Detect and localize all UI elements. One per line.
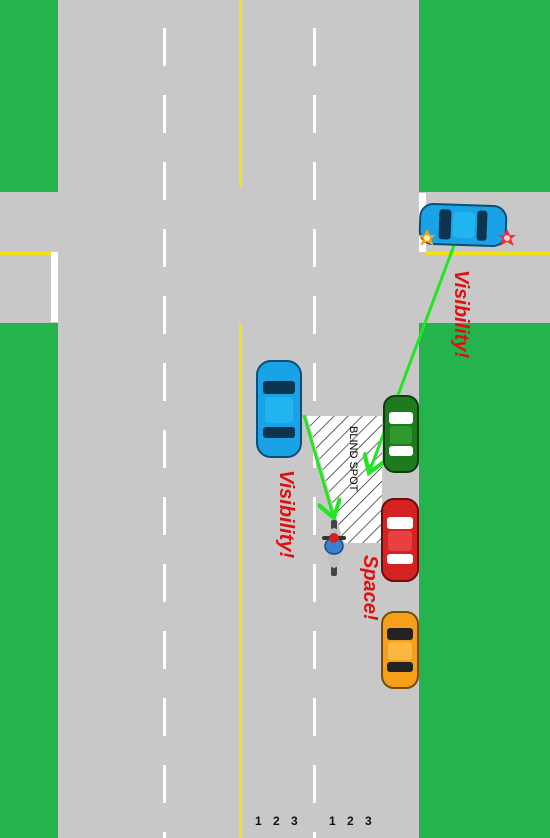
- orange-car: [381, 611, 419, 689]
- lane-dash: [163, 564, 166, 602]
- lane-dash: [313, 363, 316, 401]
- space-label: Space!: [359, 555, 381, 621]
- lane-dash: [163, 631, 166, 669]
- cross-center-line-right: [426, 252, 550, 255]
- lane-dash: [313, 497, 316, 535]
- blue-car-left: [256, 360, 302, 458]
- lane-dash: [313, 28, 316, 66]
- lane-dash: [313, 765, 316, 803]
- lane-number: 2: [273, 814, 280, 828]
- blue-car-turning: [418, 202, 508, 248]
- lane-dash: [313, 832, 316, 838]
- lane-dash: [163, 832, 166, 838]
- green-car: [383, 395, 419, 473]
- lane-dash: [313, 296, 316, 334]
- lane-position-numbers-left: 1 2 3: [255, 814, 298, 828]
- lane-dash: [163, 430, 166, 468]
- lane-dash: [163, 296, 166, 334]
- lane-dash: [313, 95, 316, 133]
- lane-dashes: [163, 28, 316, 838]
- lane-number: 1: [329, 814, 336, 828]
- lane-dash: [313, 229, 316, 267]
- lane-dash: [313, 162, 316, 200]
- turn-signal-flash-icon: [418, 229, 436, 246]
- lane-dash: [163, 162, 166, 200]
- stop-line-left: [51, 252, 58, 322]
- lane-dash: [163, 229, 166, 267]
- blind-spot-zone: [307, 416, 382, 543]
- lane-dash: [163, 698, 166, 736]
- cross-road-left: [0, 192, 58, 323]
- blind-spot-label: BLIND SPOT: [347, 426, 359, 492]
- center-line-bottom: [239, 323, 242, 838]
- lane-number: 2: [347, 814, 354, 828]
- lane-dash: [163, 95, 166, 133]
- visibility-label-top: Visibility!: [450, 270, 472, 359]
- lane-position-numbers-right: 1 2 3: [329, 814, 372, 828]
- lane-dash: [313, 631, 316, 669]
- visibility-arrow-left-car: [302, 414, 333, 515]
- lane-dash: [163, 497, 166, 535]
- lane-number: 3: [365, 814, 372, 828]
- brake-light-flash-icon: [498, 229, 516, 246]
- lane-number: 1: [255, 814, 262, 828]
- lane-dash: [313, 698, 316, 736]
- lane-dash: [163, 363, 166, 401]
- motorcycle: [322, 520, 346, 576]
- lane-number: 3: [291, 814, 298, 828]
- intersection: [58, 192, 419, 323]
- cross-center-line-left: [0, 252, 52, 255]
- center-line-top: [239, 0, 242, 187]
- lane-dash: [163, 765, 166, 803]
- red-car: [381, 498, 419, 582]
- lane-dash: [163, 28, 166, 66]
- visibility-label-left: Visibility!: [275, 470, 297, 559]
- lane-dash: [313, 564, 316, 602]
